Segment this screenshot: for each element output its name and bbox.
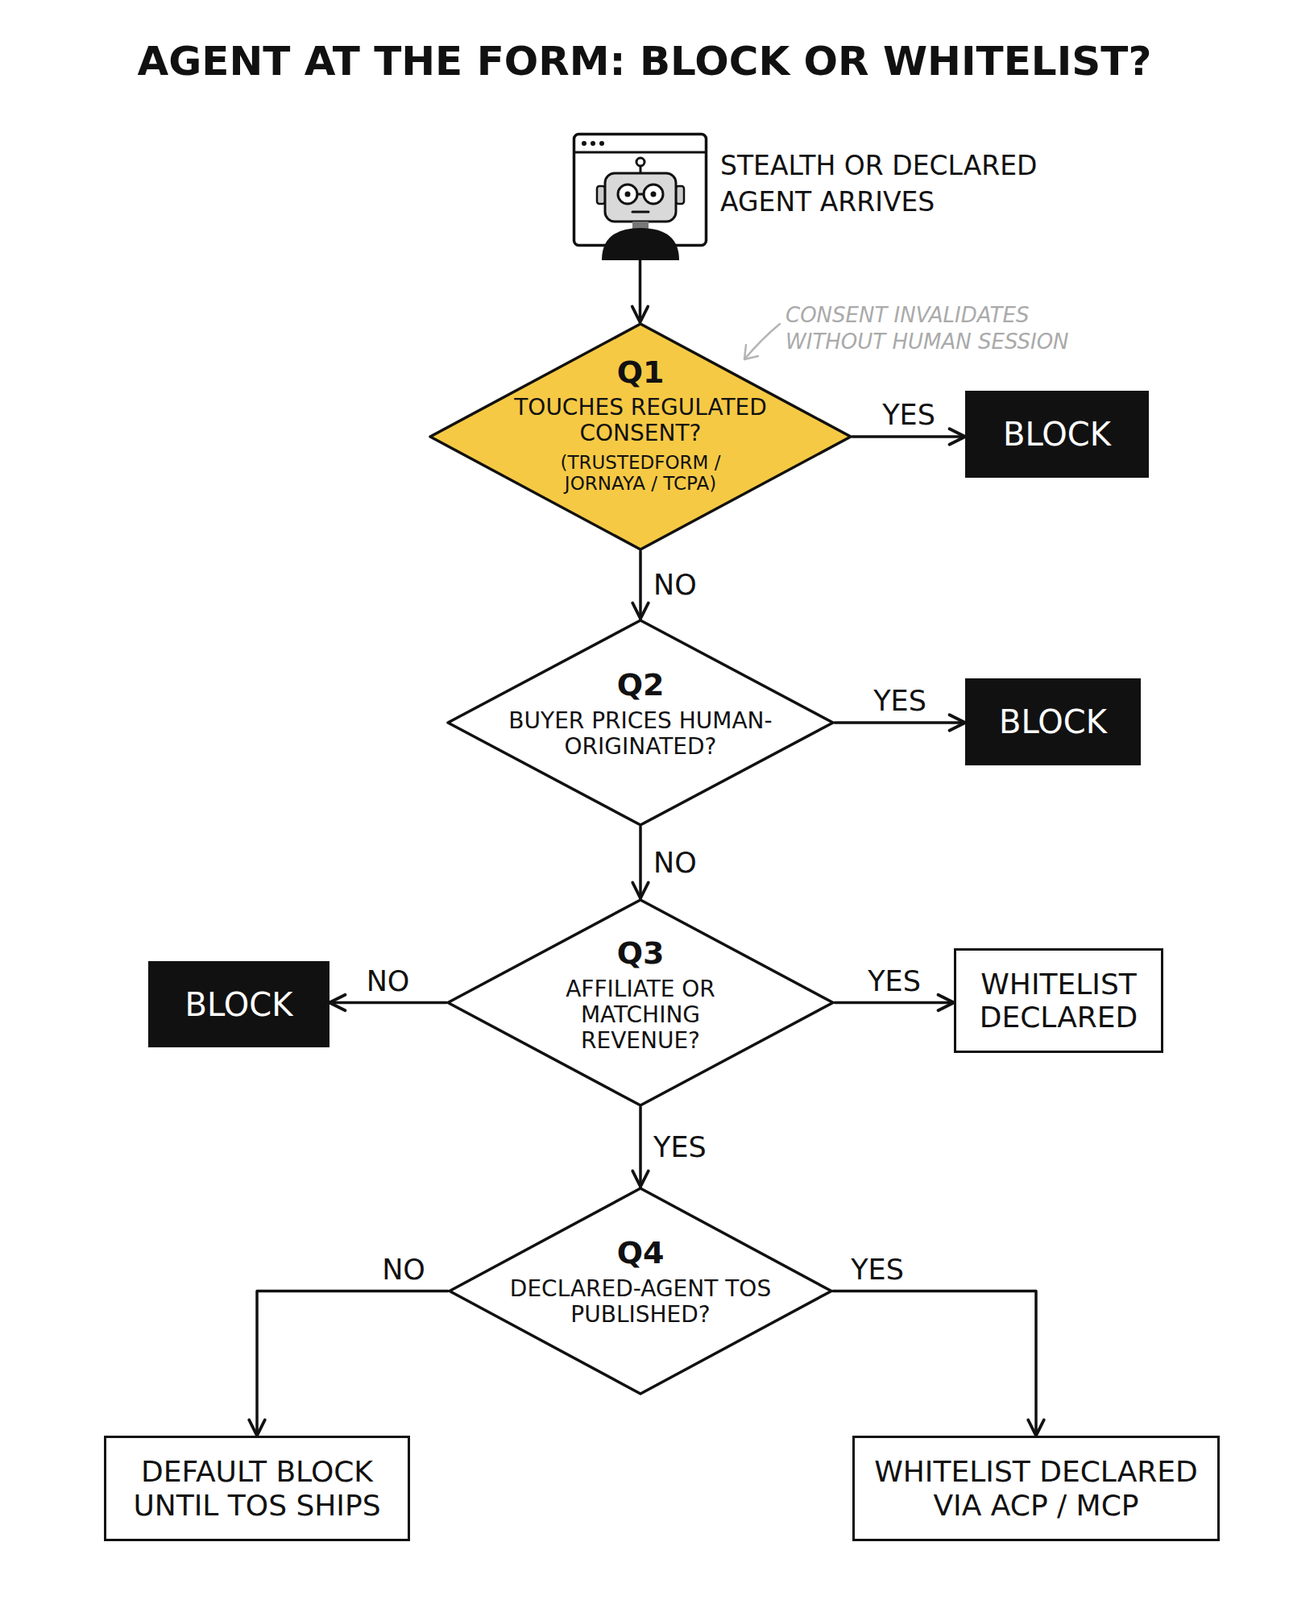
robot-browser-icon (574, 134, 707, 262)
question-number: Q4 (617, 1235, 665, 1272)
edge-label: YES (850, 1253, 904, 1285)
robot-glasses-bridge (637, 193, 644, 196)
connector-arrow (329, 1001, 447, 1005)
robot-head (605, 173, 676, 222)
connector-arrow (833, 1291, 1037, 1437)
robot-pupil (650, 191, 657, 198)
block-box: BLOCK (965, 678, 1141, 766)
robot-mouth (632, 211, 649, 214)
edge-label: NO (653, 846, 697, 879)
edge-label: YES (873, 685, 927, 718)
connector-arrow (852, 435, 966, 439)
block-box: BLOCK (965, 390, 1149, 478)
browser-bar (574, 151, 707, 154)
edge-label: NO (381, 1253, 426, 1285)
edge-label: YES (867, 965, 921, 997)
outcome-text: BLOCK (998, 703, 1107, 741)
question-number: Q2 (617, 667, 665, 704)
robot-pupil (625, 191, 631, 198)
leader-arrowhead (744, 344, 759, 360)
outcome-text: BLOCK (185, 986, 294, 1024)
diamond-shape (447, 620, 834, 825)
connector-arrow (638, 826, 643, 899)
connector-arrow (834, 1001, 954, 1005)
edge-label: YES (653, 1131, 707, 1163)
decision-diamond: Q2BUYER PRICES HUMAN-ORIGINATED? (446, 618, 835, 827)
question-text: AFFILIATE OR MATCHING REVENUE? (535, 976, 746, 1055)
outcome-text: WHITELIST DECLARED (970, 967, 1147, 1035)
annotation-note: CONSENT INVALIDATES WITHOUT HUMAN SESSIO… (785, 302, 1092, 356)
whitelist-box: WHITELIST DECLARED (953, 948, 1164, 1053)
question-text: TOUCHES REGULATED CONSENT? (507, 394, 774, 447)
question-subtext: (TRUSTEDFORM / JORNAYA / TCPA) (555, 451, 726, 495)
connector-arrow (256, 1291, 448, 1437)
outcome-text: BLOCK (1003, 415, 1111, 453)
browser-dot (581, 140, 587, 146)
robot-glasses (643, 184, 664, 204)
robot-glasses (617, 184, 638, 204)
diamond-shape (430, 323, 851, 550)
browser-dot (599, 140, 605, 146)
outcome-text: WHITELIST DECLARED VIA ACP / MCP (869, 1454, 1203, 1522)
robot-shoulders (601, 227, 680, 261)
start-caption: STEALTH OR DECLARED AGENT ARRIVES (720, 148, 1067, 220)
block-box: BLOCK (148, 961, 330, 1048)
connector-arrow (638, 551, 643, 619)
question-number: Q3 (617, 936, 665, 972)
connector-arrow (834, 721, 966, 725)
edge-label: NO (653, 569, 697, 601)
connector-arrow (638, 260, 643, 323)
edge-label: NO (366, 965, 411, 997)
outcome-text: DEFAULT BLOCK UNTIL TOS SHIPS (120, 1454, 394, 1522)
connector-arrow (638, 1106, 643, 1187)
outcome-box: WHITELIST DECLARED VIA ACP / MCP (852, 1435, 1220, 1542)
decision-diamond: Q1TOUCHES REGULATED CONSENT?(TRUSTEDFORM… (428, 322, 853, 552)
question-text: DECLARED-AGENT TOS PUBLISHED? (507, 1276, 774, 1328)
diamond-shape (449, 1188, 832, 1394)
diamond-shape (447, 899, 834, 1106)
robot-neck (632, 221, 649, 229)
browser-dot (590, 140, 596, 146)
agent-start: STEALTH OR DECLARED AGENT ARRIVES (572, 132, 708, 261)
diagram-title: AGENT AT THE FORM: BLOCK OR WHITELIST? (0, 37, 1289, 86)
decision-diamond: Q4DECLARED-AGENT TOS PUBLISHED? (447, 1186, 834, 1396)
decision-diamond: Q3AFFILIATE OR MATCHING REVENUE? (446, 898, 835, 1107)
edge-label: YES (882, 399, 936, 432)
outcome-box: DEFAULT BLOCK UNTIL TOS SHIPS (103, 1435, 411, 1542)
question-number: Q1 (617, 355, 665, 391)
leader-line (744, 323, 780, 360)
question-text: BUYER PRICES HUMAN-ORIGINATED? (507, 708, 774, 760)
robot-antenna-tip (636, 157, 645, 166)
